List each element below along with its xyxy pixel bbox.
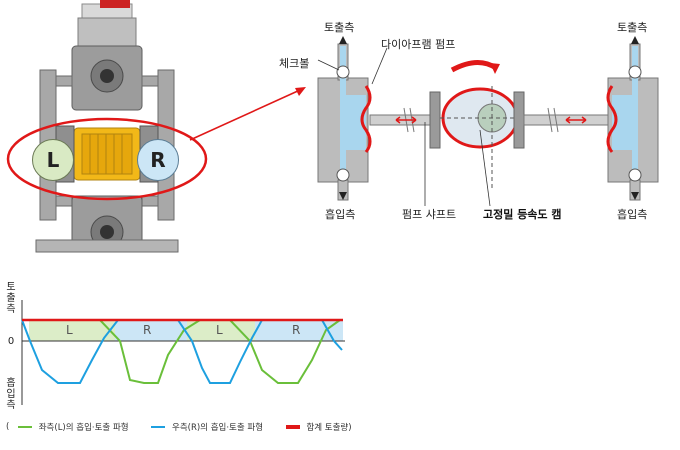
segment-label-l2: L: [216, 323, 223, 337]
cam-label: 고정밀 등속도 캠: [483, 208, 562, 221]
check-ball-label: 체크볼: [279, 57, 310, 70]
segment-label-l1: L: [66, 323, 73, 337]
pointer-arrow: [189, 87, 306, 141]
segment-fill-l2: [187, 320, 255, 341]
segment-label-r2: R: [292, 323, 301, 337]
highlight-ellipse: [6, 117, 208, 201]
cross-section-diagram: [317, 36, 659, 207]
legend-right-text: 우측(R)의 흡입·토출 파형: [172, 423, 264, 433]
segment-fill-r2: [255, 320, 343, 341]
pump-shaft-label: 펌프 샤프트: [402, 208, 457, 221]
segment-fill-l1: [29, 320, 115, 341]
discharge-label-left: 토출측: [324, 21, 355, 34]
suction-label-right: 흡입측: [617, 208, 648, 221]
legend-total-swatch: [285, 425, 300, 429]
segment-label-r1: R: [143, 323, 152, 337]
legend-left-text: 좌측(L)의 흡입·토출 파형: [38, 423, 129, 433]
left-side-badge: L: [32, 139, 74, 181]
legend-right-swatch: [151, 426, 166, 428]
y-axis-zero-label: 0: [7, 336, 15, 347]
legend-open-paren: (: [6, 422, 10, 432]
right-side-badge: R: [137, 139, 179, 181]
segment-fill-r1: [115, 320, 187, 341]
chart-legend: ( 좌측(L)의 흡입·토출 파형 우측(R)의 흡입·토출 파형 합계 토출량…: [6, 421, 352, 433]
waveform-chart: [21, 300, 345, 405]
suction-label-left: 흡입측: [325, 208, 356, 221]
legend-left-swatch: [18, 426, 33, 428]
diaphragm-pump-label: 다이아프램 펌프: [381, 38, 456, 51]
legend-total-text: 합계 토출량): [306, 423, 352, 433]
discharge-label-right: 토출측: [617, 21, 648, 34]
